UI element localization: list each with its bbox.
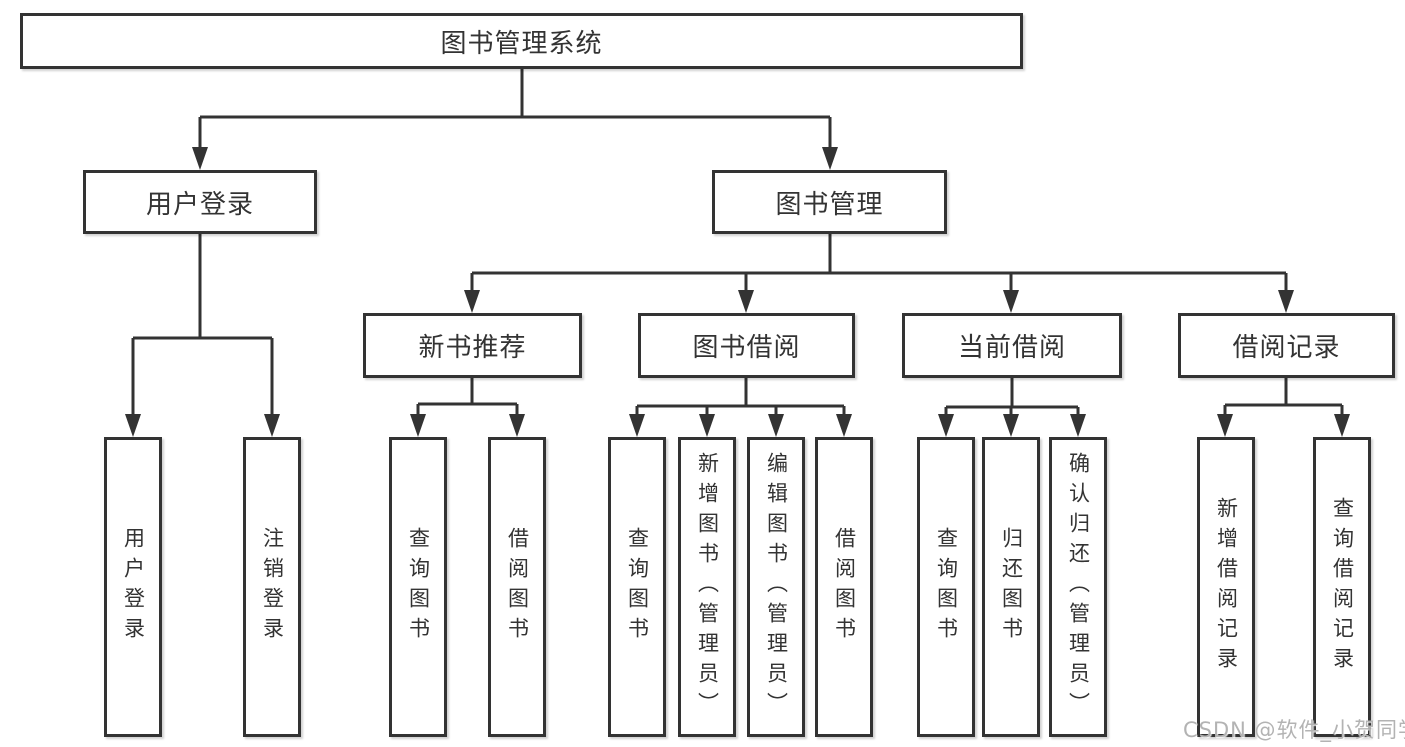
- node-current-borrow: 当前借阅: [902, 313, 1122, 378]
- connector-login-to-leaves: [131, 234, 274, 417]
- leaf-user-login: 用户登录: [104, 437, 162, 737]
- node-borrow-records: 借阅记录: [1178, 313, 1395, 378]
- connector-current-to-leaves: [944, 378, 1080, 417]
- arrowhead-br-query: [1334, 414, 1350, 437]
- connector-mgmt-to-level2: [470, 234, 1288, 293]
- leaf-borrow-borrow-books: 借阅图书: [815, 437, 873, 737]
- node-library-system: 图书管理系统: [20, 13, 1023, 69]
- arrowhead-current-borrow: [1003, 290, 1019, 313]
- node-book-management: 图书管理: [712, 170, 947, 234]
- leaf-borrow-query-books: 查询图书: [608, 437, 666, 737]
- arrowhead-borrow-records: [1278, 290, 1294, 313]
- arrowhead-new-rec: [464, 290, 480, 313]
- arrowhead-book-mgmt: [822, 147, 838, 170]
- connector-records-to-leaves: [1223, 378, 1344, 417]
- connector-root-to-level1: [198, 69, 832, 150]
- leaf-records-add-record: 新增借阅记录: [1197, 437, 1255, 737]
- node-user-login: 用户登录: [83, 170, 317, 234]
- leaf-borrow-edit-books-admin: 编辑图书（管理员）: [747, 437, 805, 737]
- arrowhead-cb-query: [938, 414, 954, 437]
- leaf-newrec-borrow-books: 借阅图书: [488, 437, 546, 737]
- arrowhead-bb-edit: [768, 414, 784, 437]
- leaf-current-confirm-return-admin: 确认归还（管理员）: [1049, 437, 1107, 737]
- connector-borrow-to-leaves: [635, 378, 846, 417]
- arrowhead-br-add: [1217, 414, 1233, 437]
- arrowhead-bb-borrow: [836, 414, 852, 437]
- arrowhead-bb-query: [629, 414, 645, 437]
- arrowhead-bb-add: [699, 414, 715, 437]
- leaf-borrow-add-books-admin: 新增图书（管理员）: [678, 437, 736, 737]
- leaf-newrec-query-books: 查询图书: [389, 437, 447, 737]
- arrowhead-leaf-logout: [264, 414, 280, 437]
- leaf-logout: 注销登录: [243, 437, 301, 737]
- arrowhead-nb-borrow: [509, 414, 525, 437]
- arrowhead-nb-query: [410, 414, 426, 437]
- arrowhead-cb-return: [1003, 414, 1019, 437]
- arrowhead-book-borrow: [738, 290, 754, 313]
- leaf-current-query-books: 查询图书: [917, 437, 975, 737]
- connector-newrec-to-leaves: [416, 378, 519, 417]
- node-new-book-recommend: 新书推荐: [363, 313, 582, 378]
- csdn-watermark: CSDN @软件_小贺同学: [1183, 718, 1405, 742]
- leaf-current-return-books: 归还图书: [982, 437, 1040, 737]
- arrowhead-leaf-login: [125, 414, 141, 437]
- arrowhead-user-login: [192, 147, 208, 170]
- node-book-borrow: 图书借阅: [638, 313, 855, 378]
- arrowhead-cb-confirm: [1070, 414, 1086, 437]
- leaf-records-query-record: 查询借阅记录: [1313, 437, 1371, 737]
